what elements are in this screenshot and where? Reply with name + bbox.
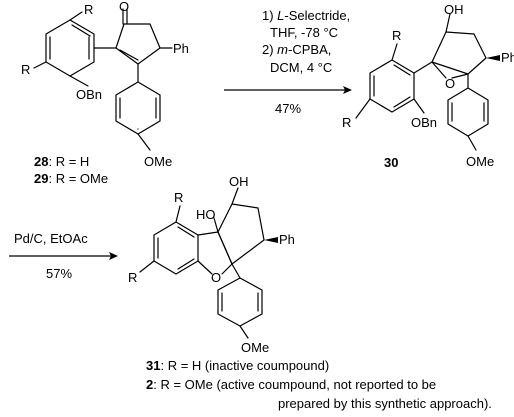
step1-condition-2: THF, -78 °C	[270, 25, 338, 40]
prod-ring-O: O	[211, 270, 221, 285]
prod-OMe: OMe	[241, 340, 269, 355]
sm-OBn: OBn	[76, 87, 102, 102]
int-Ph: Ph	[501, 50, 514, 65]
step2-condition-1: Pd/C, EtOAc	[14, 231, 88, 246]
int-R-left: R	[342, 115, 351, 130]
sm-R-left: R	[21, 62, 30, 77]
sm-carbonyl-O: O	[119, 0, 129, 14]
note-31: 31: R = H (inactive coumpound)	[146, 358, 329, 373]
step1-condition-1: 1) L-Selectride,	[262, 8, 350, 23]
product-structure: R R OH HO O Ph OMe	[128, 174, 295, 355]
int-R-top: R	[392, 28, 401, 43]
prod-OH: OH	[229, 174, 249, 189]
sm-OMe: OMe	[144, 154, 172, 169]
step1-condition-4: DCM, 4 °C	[270, 60, 332, 75]
label-28: 28: R = H	[34, 154, 89, 169]
int-OH: OH	[444, 2, 464, 17]
int-epoxide-O: O	[445, 76, 455, 91]
label-30: 30	[384, 155, 398, 170]
reaction-arrow-2	[9, 252, 118, 260]
prod-HO: HO	[196, 207, 216, 222]
starting-material-structure: R R O Ph OBn OMe	[21, 0, 189, 169]
sm-R-top: R	[84, 2, 93, 17]
int-OBn: OBn	[411, 115, 437, 130]
step1-yield: 47%	[275, 101, 301, 116]
step2-yield: 57%	[46, 266, 72, 281]
prod-Ph: Ph	[279, 232, 295, 247]
intermediate-30-structure: R R OH O Ph OBn OMe	[342, 2, 514, 169]
step1-condition-3: 2) m-CPBA,	[262, 42, 331, 57]
note-2: 2: R = OMe (active coumpound, not report…	[146, 377, 436, 392]
prod-R-top: R	[174, 190, 183, 205]
int-OMe: OMe	[466, 154, 494, 169]
prod-R-left: R	[128, 270, 137, 285]
note-2-continued: prepared by this synthetic approach).	[278, 396, 492, 411]
sm-Ph: Ph	[173, 41, 189, 56]
reaction-arrow-1	[224, 86, 352, 94]
label-29: 29: R = OMe	[34, 171, 108, 186]
